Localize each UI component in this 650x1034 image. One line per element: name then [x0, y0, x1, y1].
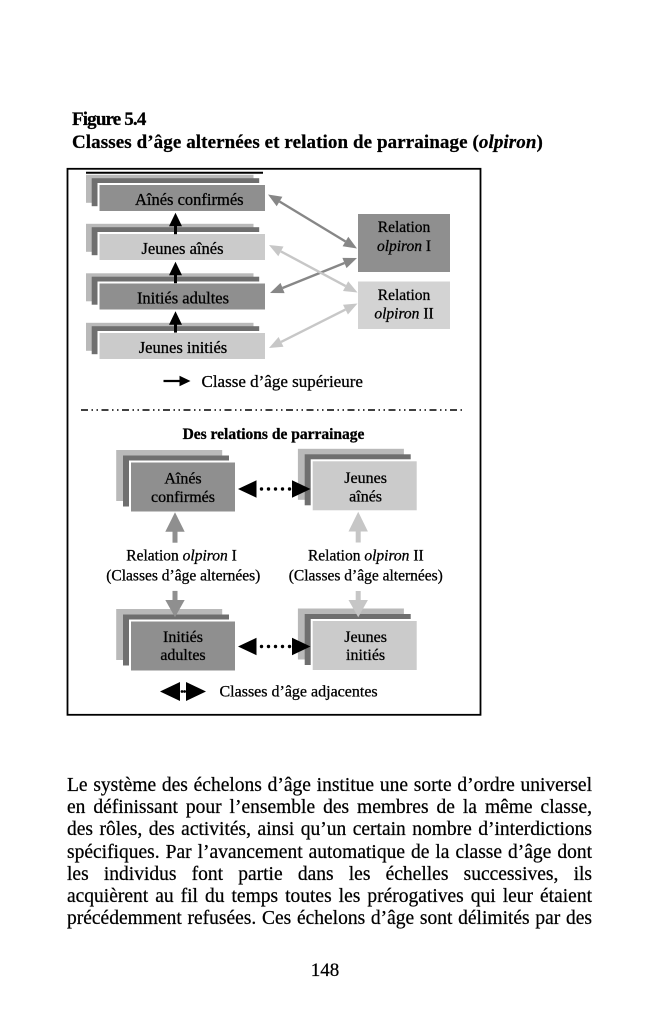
svg-text:Relation olpiron I: Relation olpiron I	[126, 547, 237, 564]
svg-text:initiés: initiés	[346, 647, 385, 664]
svg-text:Relation olpiron II: Relation olpiron II	[308, 547, 424, 564]
svg-text:aînés: aînés	[349, 489, 382, 506]
svg-text:Relation: Relation	[378, 219, 431, 236]
svg-text:olpiron II: olpiron II	[374, 306, 433, 323]
svg-text:adultes: adultes	[160, 647, 205, 664]
svg-text:confirmés: confirmés	[151, 489, 215, 506]
svg-text:(Classes d’âge alternées): (Classes d’âge alternées)	[289, 568, 443, 585]
svg-text:Jeunes: Jeunes	[344, 629, 387, 646]
svg-text:Classe d’âge supérieure: Classe d’âge supérieure	[202, 372, 363, 391]
svg-text:Classes d’âge adjacentes: Classes d’âge adjacentes	[220, 684, 378, 701]
svg-text:(Classes d’âge alternées): (Classes d’âge alternées)	[106, 568, 260, 585]
svg-text:olpiron I: olpiron I	[377, 238, 431, 255]
svg-text:Aînés: Aînés	[164, 471, 201, 488]
svg-text:Jeunes initiés: Jeunes initiés	[139, 338, 227, 357]
svg-text:Initiés: Initiés	[163, 629, 203, 646]
svg-text:Jeunes: Jeunes	[344, 470, 387, 487]
svg-text:Aînés confirmés: Aînés confirmés	[135, 190, 244, 209]
svg-text:Initiés adultes: Initiés adultes	[137, 288, 229, 307]
svg-text:Relation: Relation	[378, 287, 431, 304]
svg-text:Jeunes aînés: Jeunes aînés	[141, 239, 223, 258]
svg-text:Des relations de parrainage: Des relations de parrainage	[183, 426, 365, 443]
